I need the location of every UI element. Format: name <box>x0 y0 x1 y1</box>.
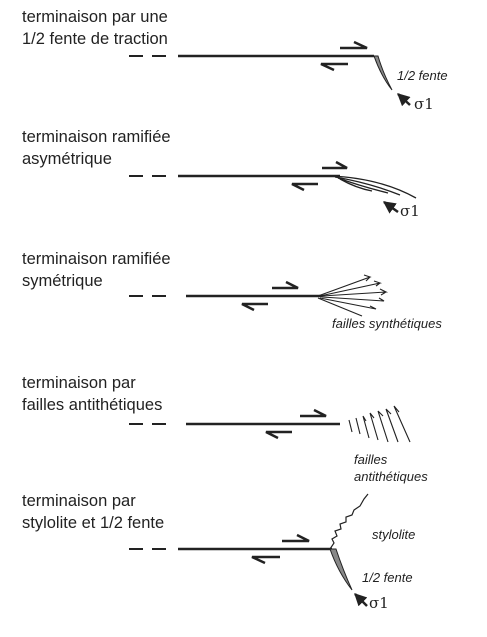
panel3-synthetic-faults <box>317 274 389 317</box>
panel2-sigma1-arrow <box>382 200 399 214</box>
panel4-title-line2: failles antithétiques <box>22 396 163 414</box>
panel3-synthetic-faults-label: failles synthétiques <box>332 316 442 331</box>
panel2-dextral-arrows <box>291 160 348 192</box>
panel4-antithetic-faults <box>348 405 411 443</box>
panel3-title-line2: symétrique <box>22 272 103 290</box>
panel2-splays <box>329 175 417 199</box>
panel3-dextral-arrows <box>241 280 299 312</box>
panel1-half-fracture <box>373 55 393 91</box>
panel4-title-line1: terminaison par <box>22 374 136 392</box>
panel5-dextral-arrows <box>251 533 310 565</box>
panel5-stylolite-label: stylolite <box>372 527 416 542</box>
panel4-dextral-arrows <box>265 408 327 440</box>
panel1-title-line1: terminaison par une <box>22 8 168 26</box>
panel1-dextral-arrows <box>320 40 368 72</box>
panel5-sigma1-label: σ1 <box>369 594 389 612</box>
panel4-antithetic-label-line2: antithétiques <box>354 469 428 484</box>
panel5-stylolite <box>329 493 369 550</box>
panel1-sigma1-arrow <box>397 93 411 107</box>
panel5-half-fracture <box>329 548 353 591</box>
panel5-title-line1: terminaison par <box>22 492 136 510</box>
panel5-title-line2: stylolite et 1/2 fente <box>22 514 165 532</box>
panel2-title-line2: asymétrique <box>22 150 112 168</box>
panel3-title-line1: terminaison ramifiée <box>22 250 171 268</box>
panel1-title-line2: 1/2 fente de traction <box>22 30 168 48</box>
panel5-sigma1-arrow <box>354 593 368 607</box>
panel4-antithetic-label-line1: failles <box>354 452 388 467</box>
panel2-title-line1: terminaison ramifiée <box>22 128 171 146</box>
panel2-sigma1-label: σ1 <box>400 202 420 220</box>
panel1-sigma1-label: σ1 <box>414 95 434 113</box>
panel5-half-fracture-label: 1/2 fente <box>362 570 413 585</box>
panel1-half-fracture-label: 1/2 fente <box>397 68 448 83</box>
